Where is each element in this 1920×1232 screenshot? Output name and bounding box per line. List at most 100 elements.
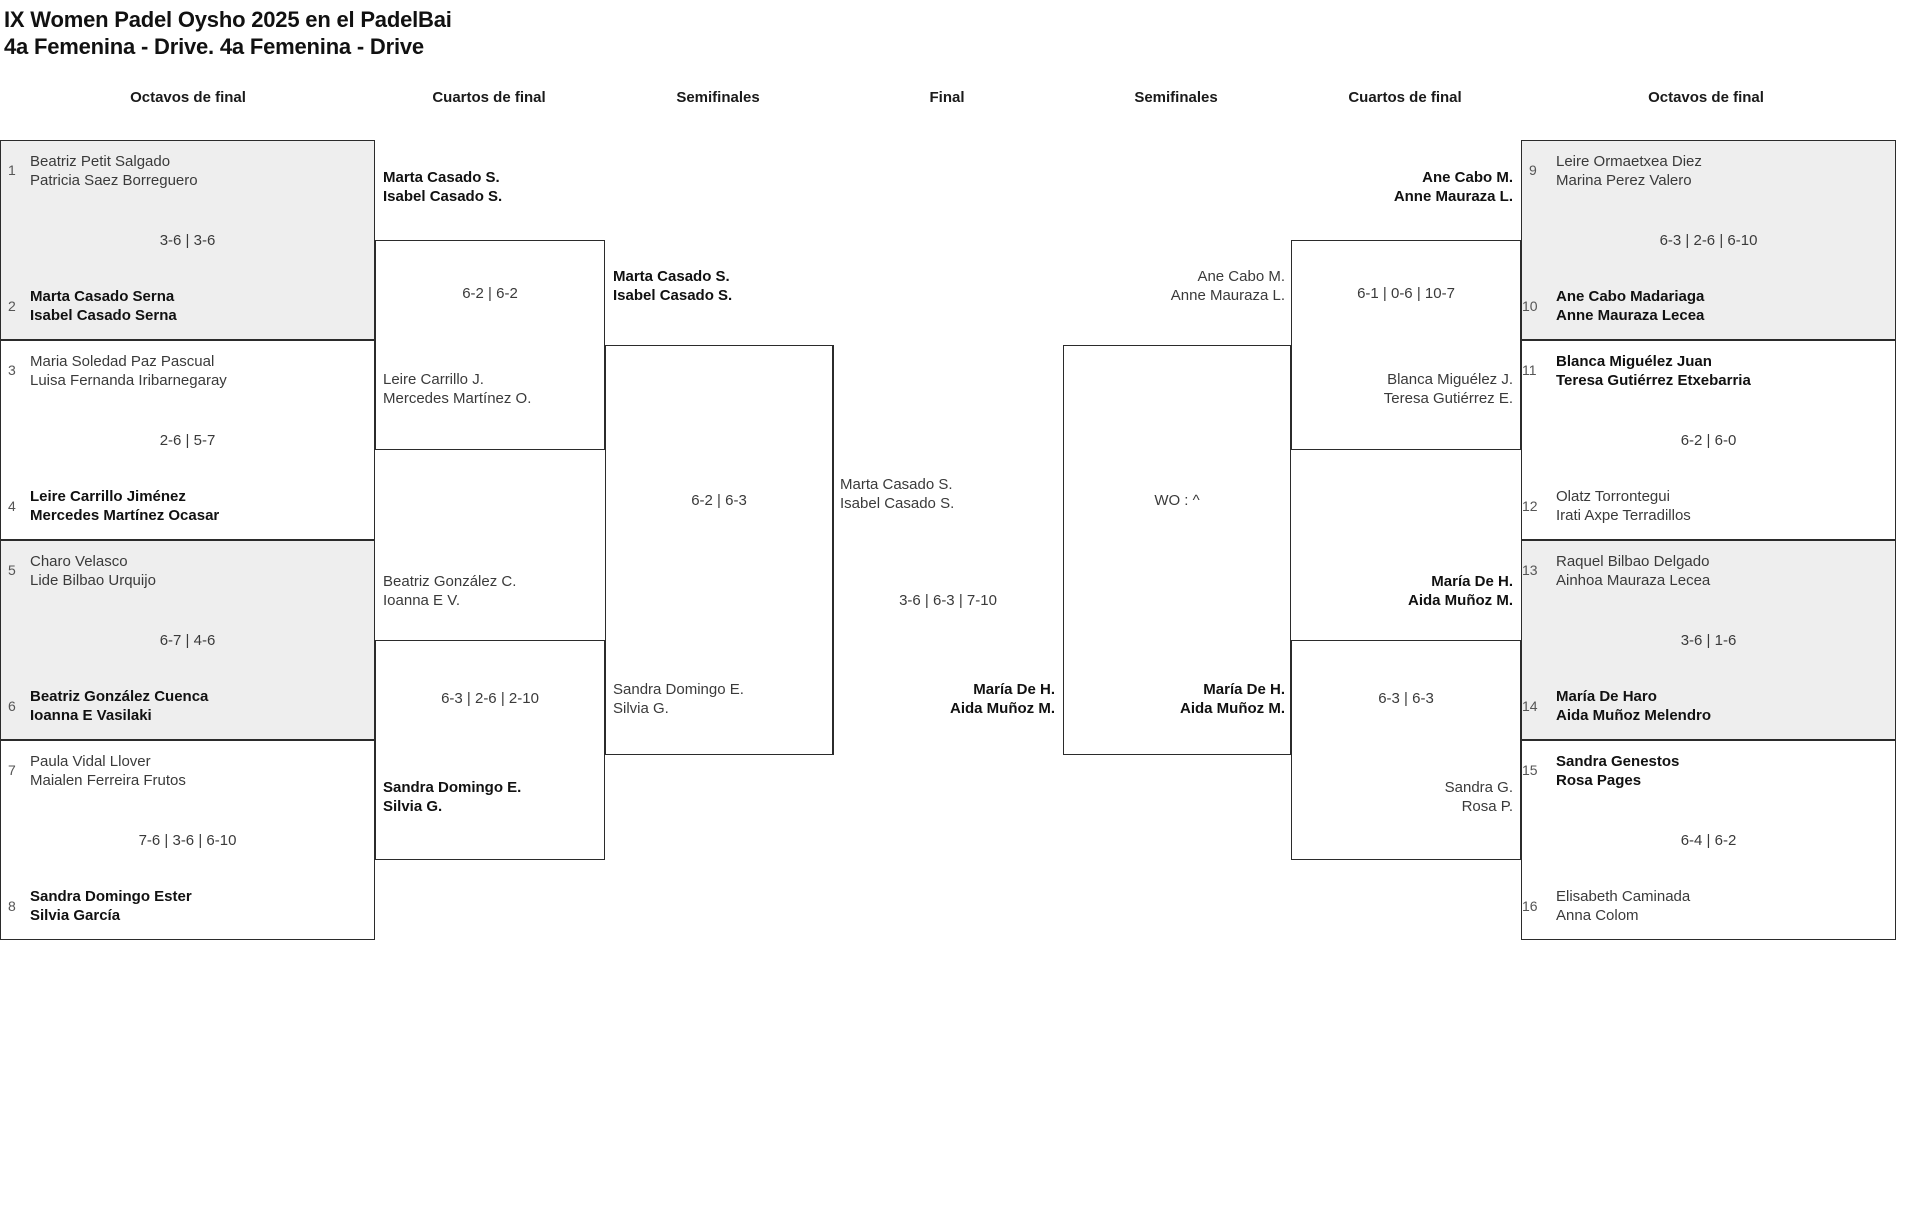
team-names: Olatz Torrontegui Irati Axpe Terradillos — [1556, 487, 1691, 525]
match-score: WO : ^ — [1154, 492, 1200, 509]
match-score: 6-3 | 6-3 — [1378, 690, 1434, 707]
seed-number: 6 — [8, 698, 16, 714]
round-header-left-semis: Semifinales — [676, 89, 760, 106]
player-name: Rosa Pages — [1556, 772, 1642, 789]
seed-number: 13 — [1522, 562, 1538, 578]
player-name: Isabel Casado Serna — [30, 307, 177, 324]
match-box-right-octavos-3[interactable] — [1521, 540, 1896, 740]
seed-number: 3 — [8, 362, 16, 378]
player-name: Isabel Casado S. — [383, 188, 503, 205]
round-header-left-cuartos: Cuartos de final — [432, 89, 546, 106]
match-box-left-octavos-3[interactable] — [0, 540, 375, 740]
seed-number: 10 — [1522, 298, 1538, 314]
player-name: Sandra Domingo Ester — [30, 888, 192, 905]
tournament-title-line2: 4a Femenina - Drive. 4a Femenina - Drive — [4, 34, 424, 59]
round-header-right-octavos: Octavos de final — [1648, 89, 1764, 106]
match-score: 6-1 | 0-6 | 10-7 — [1357, 285, 1455, 302]
match-box-left-octavos-4[interactable] — [0, 740, 375, 940]
team-names: Paula Vidal Llover Maialen Ferreira Frut… — [30, 752, 186, 790]
team-names: Sandra G. Rosa P. — [1291, 778, 1513, 816]
team-names: Leire Carrillo Jiménez Mercedes Martínez… — [30, 487, 219, 525]
match-box-left-semis-1[interactable] — [605, 345, 833, 755]
match-box-right-octavos-4[interactable] — [1521, 740, 1896, 940]
match-box-left-octavos-1[interactable] — [0, 140, 375, 340]
match-box-left-cuartos-2[interactable] — [375, 640, 605, 860]
team-names: Marta Casado Serna Isabel Casado Serna — [30, 287, 177, 325]
player-name: Rosa P. — [1461, 798, 1513, 815]
match-score: 3-6 | 3-6 — [159, 232, 216, 249]
player-name: Paula Vidal Llover — [30, 753, 151, 770]
player-name: Aida Muñoz M. — [950, 700, 1055, 717]
player-name: Irati Axpe Terradillos — [1556, 507, 1691, 524]
team-names: Beatriz González Cuenca Ioanna E Vasilak… — [30, 687, 208, 725]
match-box-right-octavos-1[interactable] — [1521, 140, 1896, 340]
seed-number: 14 — [1522, 698, 1538, 714]
round-header-right-cuartos: Cuartos de final — [1348, 89, 1462, 106]
seed-number: 12 — [1522, 498, 1538, 514]
player-name: Beatriz Petit Salgado — [30, 153, 171, 170]
player-name: Marta Casado Serna — [30, 288, 175, 305]
page-title: IX Women Padel Oysho 2025 en el PadelBai… — [4, 6, 452, 60]
player-name: Olatz Torrontegui — [1556, 488, 1670, 505]
seed-number: 16 — [1522, 898, 1538, 914]
player-name: Beatriz González C. — [383, 573, 517, 590]
team-names: Marta Casado S. Isabel Casado S. — [840, 475, 954, 513]
player-name: Ane Cabo M. — [1197, 268, 1285, 285]
team-names: María De H. Aida Muñoz M. — [833, 680, 1055, 718]
team-names: Elisabeth Caminada Anna Colom — [1556, 887, 1690, 925]
team-names: Sandra Domingo E. Silvia G. — [383, 778, 521, 816]
team-names: Beatriz Petit Salgado Patricia Saez Borr… — [30, 152, 198, 190]
match-score: 2-6 | 5-7 — [159, 432, 216, 449]
match-box-left-octavos-2[interactable] — [0, 340, 375, 540]
player-name: Ioanna E V. — [383, 592, 461, 609]
final-connector-left — [833, 345, 834, 755]
match-box-right-octavos-2[interactable] — [1521, 340, 1896, 540]
player-name: Leire Ormaetxea Diez — [1556, 153, 1702, 170]
team-names: Maria Soledad Paz Pascual Luisa Fernanda… — [30, 352, 227, 390]
player-name: Aida Muñoz M. — [1180, 700, 1285, 717]
player-name: Maria Soledad Paz Pascual — [30, 353, 215, 370]
seed-number: 11 — [1522, 362, 1537, 378]
match-box-left-cuartos-1[interactable] — [375, 240, 605, 450]
player-name: Patricia Saez Borreguero — [30, 172, 198, 189]
player-name: Sandra Domingo E. — [613, 681, 744, 698]
round-header-left-octavos: Octavos de final — [130, 89, 246, 106]
round-header-final: Final — [929, 89, 965, 106]
seed-number: 15 — [1522, 762, 1538, 778]
team-names: Marta Casado S. Isabel Casado S. — [613, 267, 732, 305]
player-name: Teresa Gutiérrez E. — [1383, 390, 1513, 407]
match-score: 6-2 | 6-2 — [462, 285, 518, 302]
player-name: Sandra G. — [1444, 779, 1513, 796]
player-name: Maialen Ferreira Frutos — [30, 772, 186, 789]
player-name: Aida Muñoz M. — [1408, 592, 1513, 609]
team-names: Beatriz González C. Ioanna E V. — [383, 572, 516, 610]
seed-number: 4 — [8, 498, 16, 514]
round-header-right-semis: Semifinales — [1134, 89, 1218, 106]
player-name: María De Haro — [1556, 688, 1657, 705]
player-name: Sandra Genestos — [1556, 753, 1680, 770]
player-name: Anne Mauraza L. — [1393, 188, 1513, 205]
player-name: Raquel Bilbao Delgado — [1556, 553, 1710, 570]
seed-number: 2 — [8, 298, 16, 314]
player-name: Marina Perez Valero — [1556, 172, 1692, 189]
seed-number: 8 — [8, 898, 16, 914]
seed-number: 7 — [8, 762, 16, 778]
final-connector-right — [1063, 345, 1064, 755]
match-score: 6-3 | 2-6 | 6-10 — [1659, 232, 1758, 249]
match-box-right-cuartos-1[interactable] — [1291, 240, 1521, 450]
player-name: Aida Muñoz Melendro — [1556, 707, 1711, 724]
team-names: Raquel Bilbao Delgado Ainhoa Mauraza Lec… — [1556, 552, 1710, 590]
match-score: 3-6 | 6-3 | 7-10 — [899, 592, 997, 609]
player-name: Beatriz González Cuenca — [30, 688, 209, 705]
player-name: María De H. — [973, 681, 1055, 698]
player-name: Isabel Casado S. — [613, 287, 733, 304]
match-score: 6-3 | 2-6 | 2-10 — [441, 690, 539, 707]
player-name: Isabel Casado S. — [840, 495, 955, 512]
match-score: 6-2 | 6-0 — [1680, 432, 1737, 449]
seed-number: 9 — [1529, 162, 1537, 178]
match-box-right-semis-1[interactable] — [1063, 345, 1291, 755]
match-box-right-cuartos-2[interactable] — [1291, 640, 1521, 860]
tournament-title-line1: IX Women Padel Oysho 2025 en el PadelBai — [4, 7, 452, 32]
player-name: Ane Cabo Madariaga — [1556, 288, 1705, 305]
